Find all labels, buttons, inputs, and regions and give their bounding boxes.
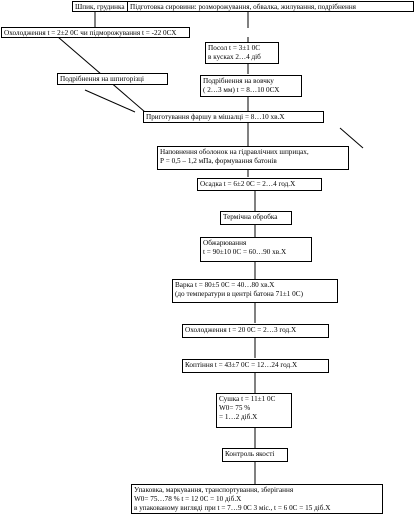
node-raw-pork: Шпик, грудинка [72, 1, 128, 12]
node-text: Варка t = 80±5 0С = 40…80 хв.Х [175, 281, 275, 289]
node-text: (до температури в центрі батона 71±1 0С) [175, 290, 303, 298]
node-settling: Осадка t = 6±2 0С = 2…4 год.Х [197, 178, 322, 191]
node-grinding-top: Подрібнення на шпигорізці [57, 73, 168, 85]
node-thermal-processing: Термічна обробка [220, 211, 292, 225]
node-text: Сушка t = 11±1 0С [219, 395, 276, 403]
node-text: Шпик, грудинка [75, 3, 125, 11]
node-text: Приготування фаршу в мішалці = 8…10 хв.Х [146, 113, 285, 121]
node-text: Термічна обробка [223, 213, 278, 221]
node-smoking: Коптіння t = 43±7 0С = 12…24 год.Х [182, 359, 329, 373]
node-text: ( 2…3 мм) t = 8…10 0СХ [203, 86, 280, 94]
node-text: = 1…2 діб.Х [219, 413, 258, 421]
node-grinding-wolf: Подрібнення на вовчку ( 2…3 мм) t = 8…10… [200, 75, 302, 97]
connector [84, 89, 136, 113]
node-text: Подрібнення на вовчку [203, 77, 274, 85]
node-text: Контроль якості [225, 450, 275, 458]
node-text: Упаковка, маркування, транспортування, з… [134, 486, 294, 494]
node-roasting: Обжарювання t = 90±10 0С = 60…90 хв.Х [200, 237, 312, 262]
node-text: в упакованому вигляді при t = 7…9 0С 3 м… [134, 504, 331, 512]
node-text: Обжарювання [203, 239, 247, 247]
node-text: Наповнення оболонок на гідравлічних шпри… [160, 148, 309, 156]
node-text: Р = 0,5 – 1,2 мПа, формування батонів [160, 157, 277, 165]
node-text: t = 90±10 0С = 60…90 хв.Х [203, 248, 287, 256]
node-quality-control: Контроль якості [222, 448, 288, 462]
node-drying: Сушка t = 11±1 0С W0= 75 % = 1…2 діб.Х [216, 393, 292, 428]
node-text: Осадка t = 6±2 0С = 2…4 год.Х [200, 180, 296, 188]
node-text: Посол t = 3±1 0С [208, 44, 260, 52]
node-filling: Наповнення оболонок на гідравлічних шпри… [157, 146, 349, 170]
node-boiling: Варка t = 80±5 0С = 40…80 хв.Х (до темпе… [172, 279, 338, 303]
node-text: в кусках 2…4 діб [208, 53, 261, 61]
node-text: Підготовка сировини: розморожування, обв… [130, 3, 356, 11]
node-text: Коптіння t = 43±7 0С = 12…24 год.Х [185, 361, 298, 369]
node-text: Подрібнення на шпигорізці [60, 75, 145, 83]
node-text: W0= 75 % [219, 404, 251, 412]
node-mixing: Приготування фаршу в мішалці = 8…10 хв.Х [143, 111, 324, 123]
node-text: Охолодження t = 2±2 0С чи підморожування… [4, 29, 177, 37]
connector [339, 127, 364, 149]
node-text: W0= 75…78 % t = 12 0С = 10 діб.Х [134, 495, 242, 503]
node-cooling-second: Охолодження t = 20 0С = 2…3 год.Х [182, 324, 329, 338]
node-salting: Посол t = 3±1 0С в кусках 2…4 діб [205, 42, 279, 64]
node-packing: Упаковка, маркування, транспортування, з… [131, 484, 383, 514]
node-raw-preparation: Підготовка сировини: розморожування, обв… [127, 1, 414, 12]
node-text: Охолодження t = 20 0С = 2…3 год.Х [185, 326, 297, 334]
node-cooling: Охолодження t = 2±2 0С чи підморожування… [1, 27, 190, 38]
